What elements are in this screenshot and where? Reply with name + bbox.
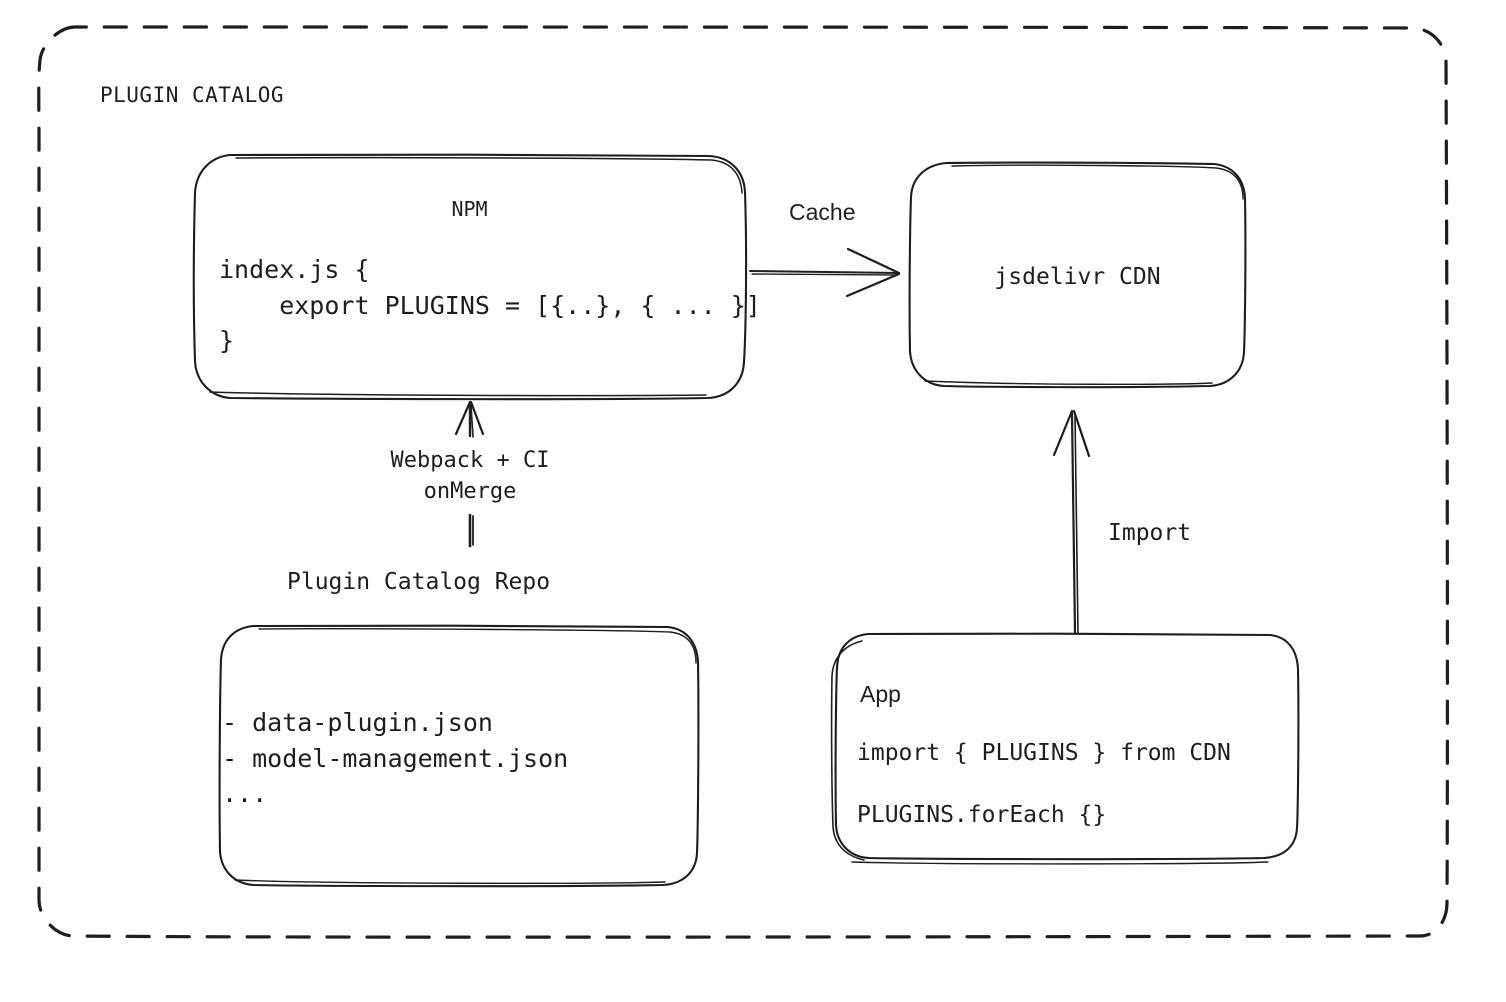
import-arrow bbox=[1052, 409, 1091, 635]
cdn-title: jsdelivr CDN bbox=[994, 264, 1161, 290]
cache-arrow bbox=[749, 247, 901, 298]
app-code-line-2: PLUGINS.forEach {} bbox=[857, 802, 1107, 828]
frame-title: PLUGIN CATALOG bbox=[100, 83, 285, 107]
app-title: App bbox=[860, 681, 901, 707]
npm-title: NPM bbox=[451, 197, 488, 221]
cache-edge-label: Cache bbox=[789, 199, 856, 225]
import-edge-label: Import bbox=[1108, 520, 1192, 546]
webpack-edge-label: Webpack + CI onMerge bbox=[390, 448, 550, 505]
repo-title: Plugin Catalog Repo bbox=[287, 569, 551, 595]
npm-code-block: index.js { export PLUGINS = [{..}, { ...… bbox=[219, 255, 761, 355]
app-code-line-1: import { PLUGINS } from CDN bbox=[857, 740, 1231, 766]
repo-file-list: - data-plugin.json - model-management.js… bbox=[222, 708, 569, 808]
